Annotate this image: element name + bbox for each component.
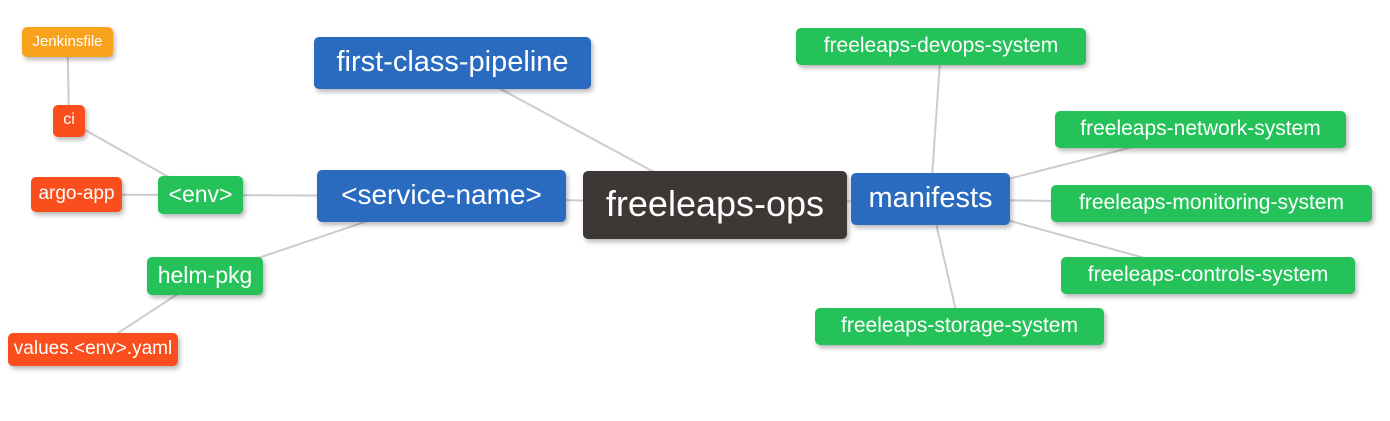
node-label: values.<env>.yaml (13, 338, 173, 359)
node-label: argo-app (38, 183, 115, 204)
node-values-env-yaml[interactable]: values.<env>.yaml (8, 333, 178, 366)
node-freeleaps-devops-system[interactable]: freeleaps-devops-system (796, 28, 1086, 65)
node-label: helm-pkg (157, 261, 253, 288)
node-env[interactable]: <env> (158, 176, 243, 214)
node-jenkinsfile[interactable]: Jenkinsfile (22, 27, 113, 57)
node-service-name[interactable]: <service-name> (317, 170, 566, 222)
node-label: freeleaps-network-system (1080, 117, 1321, 140)
node-helm-pkg[interactable]: helm-pkg (147, 257, 263, 295)
node-manifests[interactable]: manifests (851, 173, 1010, 225)
node-freeleaps-storage-system[interactable]: freeleaps-storage-system (815, 308, 1104, 345)
node-label: freeleaps-storage-system (841, 314, 1078, 337)
node-freeleaps-controls-system[interactable]: freeleaps-controls-system (1061, 257, 1355, 294)
node-label: freeleaps-ops (605, 183, 825, 224)
node-label: freeleaps-devops-system (823, 34, 1059, 57)
node-argo-app[interactable]: argo-app (31, 177, 122, 212)
node-label: first-class-pipeline (336, 45, 569, 78)
node-label: <env> (168, 180, 233, 207)
node-label: manifests (868, 181, 993, 214)
node-freeleaps-network-system[interactable]: freeleaps-network-system (1055, 111, 1346, 148)
node-label: freeleaps-monitoring-system (1079, 191, 1344, 214)
node-label: ci (63, 111, 75, 128)
node-freeleaps-monitoring-system[interactable]: freeleaps-monitoring-system (1051, 185, 1372, 222)
node-ci[interactable]: ci (53, 105, 85, 137)
node-label: freeleaps-controls-system (1087, 263, 1329, 286)
node-first-class-pipeline[interactable]: first-class-pipeline (314, 37, 591, 89)
node-label: Jenkinsfile (32, 32, 103, 50)
node-freeleaps-ops[interactable]: freeleaps-ops (583, 171, 847, 239)
node-label: <service-name> (341, 179, 542, 210)
